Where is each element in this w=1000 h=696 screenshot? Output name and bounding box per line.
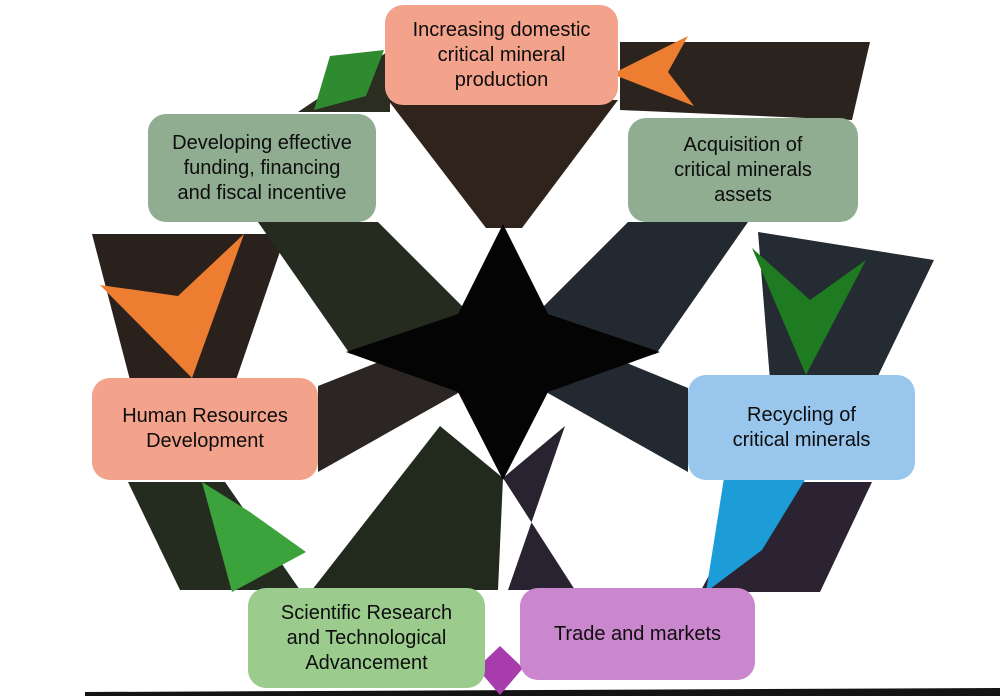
purple-arrow-bottom-icon — [477, 646, 523, 695]
node-label: Increasing domestic critical mineral pro… — [412, 18, 591, 91]
node-developing-funding-incentive: Developing effective funding, financing … — [148, 114, 376, 222]
orange-arrow-top-right-icon — [612, 36, 694, 106]
green-arrow-bottom-left-icon — [202, 482, 306, 592]
node-label: Acquisition of critical minerals assets — [674, 133, 812, 206]
dark-spoke-top-right — [538, 222, 748, 354]
orange-arrow-left-icon — [100, 234, 244, 378]
node-label: Developing effective funding, financing … — [172, 131, 352, 204]
dark-wedge-bottom-right — [700, 482, 872, 592]
node-recycling-critical-minerals: Recycling of critical minerals — [688, 375, 915, 480]
node-increasing-domestic-production: Increasing domestic critical mineral pro… — [385, 5, 618, 105]
dark-funnel-top — [388, 100, 618, 228]
blue-arrow-bottom-right-icon — [706, 478, 806, 592]
green-arrow-top-left-icon — [314, 50, 384, 110]
node-scientific-research-advancement: Scientific Research and Technological Ad… — [248, 588, 485, 688]
dark-spoke-top-left — [258, 222, 468, 354]
node-label: Human Resources Development — [122, 405, 288, 452]
node-label: Recycling of critical minerals — [732, 403, 871, 451]
dark-spoke-bottom-right — [503, 426, 575, 590]
dark-spoke-bottom-left — [312, 426, 503, 590]
node-label: Trade and markets — [553, 622, 722, 645]
node-trade-and-markets: Trade and markets — [520, 588, 755, 680]
dark-strip-bottom — [85, 688, 1000, 696]
node-human-resources-development: Human Resources Development — [92, 378, 318, 480]
center-star-shape — [346, 224, 660, 480]
node-acquisition-of-assets: Acquisition of critical minerals assets — [628, 118, 858, 222]
green-arrow-right-icon — [752, 248, 866, 375]
node-label: Scientific Research and Technological Ad… — [280, 601, 453, 674]
